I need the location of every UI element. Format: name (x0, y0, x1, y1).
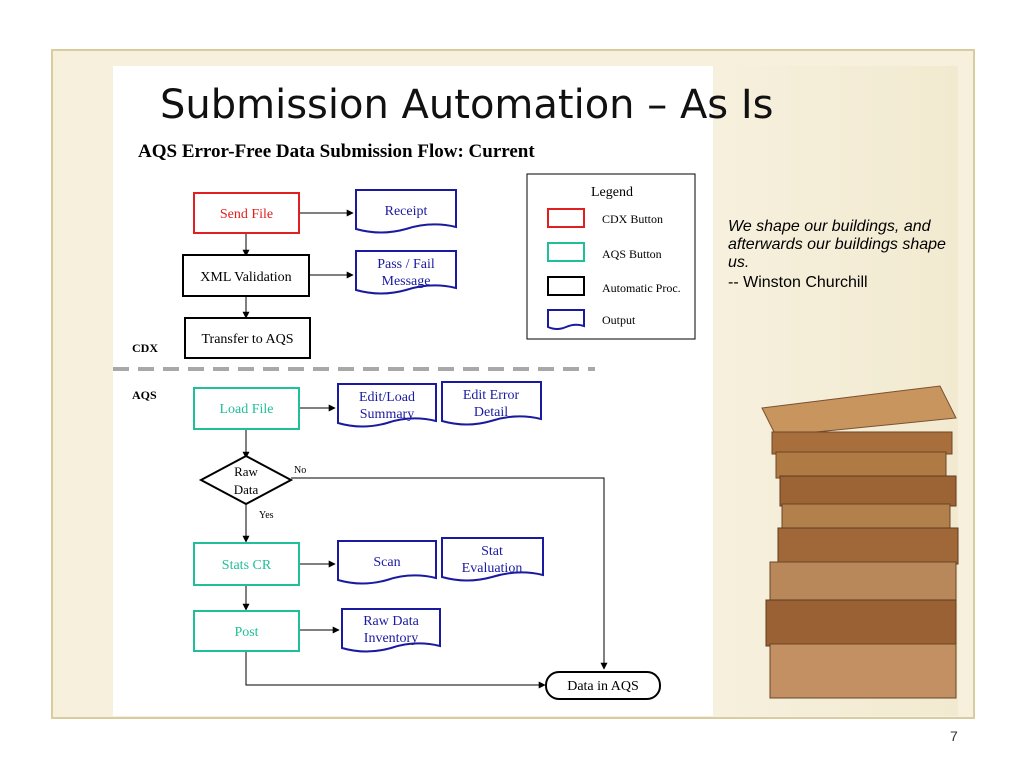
node-load-file: Load File (193, 387, 300, 430)
pass-fail-line-2: Message (382, 274, 431, 289)
diagram-subtitle: AQS Error-Free Data Submission Flow: Cur… (138, 141, 535, 162)
raw-data-line-1: Raw (234, 464, 258, 479)
book-8 (765, 599, 957, 647)
page-number: 7 (950, 728, 958, 744)
edit-load-line-2: Summary (360, 407, 414, 422)
output-pass-fail: Pass / Fail Message (355, 250, 457, 295)
churchill-quote: We shape our buildings, and afterwards o… (728, 218, 958, 292)
edit-load-line-1: Edit/Load (359, 390, 415, 405)
edit-error-line-1: Edit Error (463, 388, 520, 403)
node-xml-validation: XML Validation (182, 254, 310, 297)
legend-swatch-output (547, 309, 585, 330)
connectors (242, 209, 608, 689)
book-3 (775, 451, 947, 479)
node-stats-cr: Stats CR (193, 542, 300, 586)
node-raw-data: Raw Data (198, 454, 294, 506)
book-7 (769, 561, 957, 603)
quote-text: We shape our buildings, and afterwards o… (728, 218, 946, 271)
output-raw-data-inventory: Raw Data Inventory (341, 608, 441, 653)
stats-cr-label: Stats CR (222, 558, 272, 573)
book-9 (769, 643, 957, 699)
edge-label-no: No (294, 465, 306, 476)
output-stat-evaluation: Stat Evaluation (441, 537, 544, 582)
node-data-in-aqs: Data in AQS (545, 671, 661, 700)
stat-eval-line-2: Evaluation (462, 561, 523, 576)
node-transfer-to-aqs: Transfer to AQS (184, 317, 311, 359)
post-label: Post (234, 625, 258, 640)
legend-swatch-cdx (547, 208, 585, 228)
load-file-label: Load File (219, 402, 273, 417)
stacked-books-image (761, 385, 959, 699)
output-edit-load-summary: Edit/Load Summary (337, 383, 437, 428)
scan-label: Scan (373, 555, 400, 570)
transfer-label: Transfer to AQS (201, 332, 293, 347)
node-post: Post (193, 610, 300, 652)
legend-label-aqs: AQS Button (602, 247, 662, 261)
data-in-aqs-label: Data in AQS (567, 679, 639, 694)
legend-swatch-auto (547, 276, 585, 296)
edge-label-yes: Yes (259, 510, 274, 521)
arrow-rawdata-no (291, 477, 608, 670)
node-send-file: Send File (193, 192, 300, 234)
legend-label-output: Output (602, 313, 636, 327)
legend-label-cdx: CDX Button (602, 212, 663, 226)
legend-title: Legend (591, 185, 633, 200)
slide-title: Submission Automation – As Is (160, 82, 774, 128)
book-1 (761, 385, 957, 437)
stat-eval-line-1: Stat (481, 544, 503, 559)
inventory-line-2: Inventory (364, 631, 418, 646)
output-edit-error-detail: Edit Error Detail (441, 381, 542, 426)
book-4 (779, 475, 957, 507)
quote-author: -- Winston Churchill (728, 274, 868, 291)
legend: Legend CDX Button AQS Button Automatic P… (526, 173, 696, 340)
edit-error-line-2: Detail (474, 405, 508, 420)
output-scan: Scan (337, 540, 437, 585)
legend-label-auto: Automatic Proc. (602, 281, 681, 295)
zone-label-cdx: CDX (132, 341, 158, 355)
arrow-post-to-data (245, 652, 546, 689)
inventory-line-1: Raw Data (363, 614, 419, 629)
pass-fail-line-1: Pass / Fail (377, 257, 435, 272)
book-2 (771, 431, 953, 455)
output-receipt: Receipt (355, 189, 457, 234)
send-file-label: Send File (220, 207, 273, 222)
raw-data-line-2: Data (234, 482, 259, 497)
zone-label-aqs: AQS (132, 388, 157, 402)
book-5 (781, 503, 951, 531)
xml-validation-label: XML Validation (200, 270, 291, 285)
legend-swatch-aqs (547, 242, 585, 262)
receipt-label: Receipt (385, 204, 428, 219)
book-6 (777, 527, 959, 565)
